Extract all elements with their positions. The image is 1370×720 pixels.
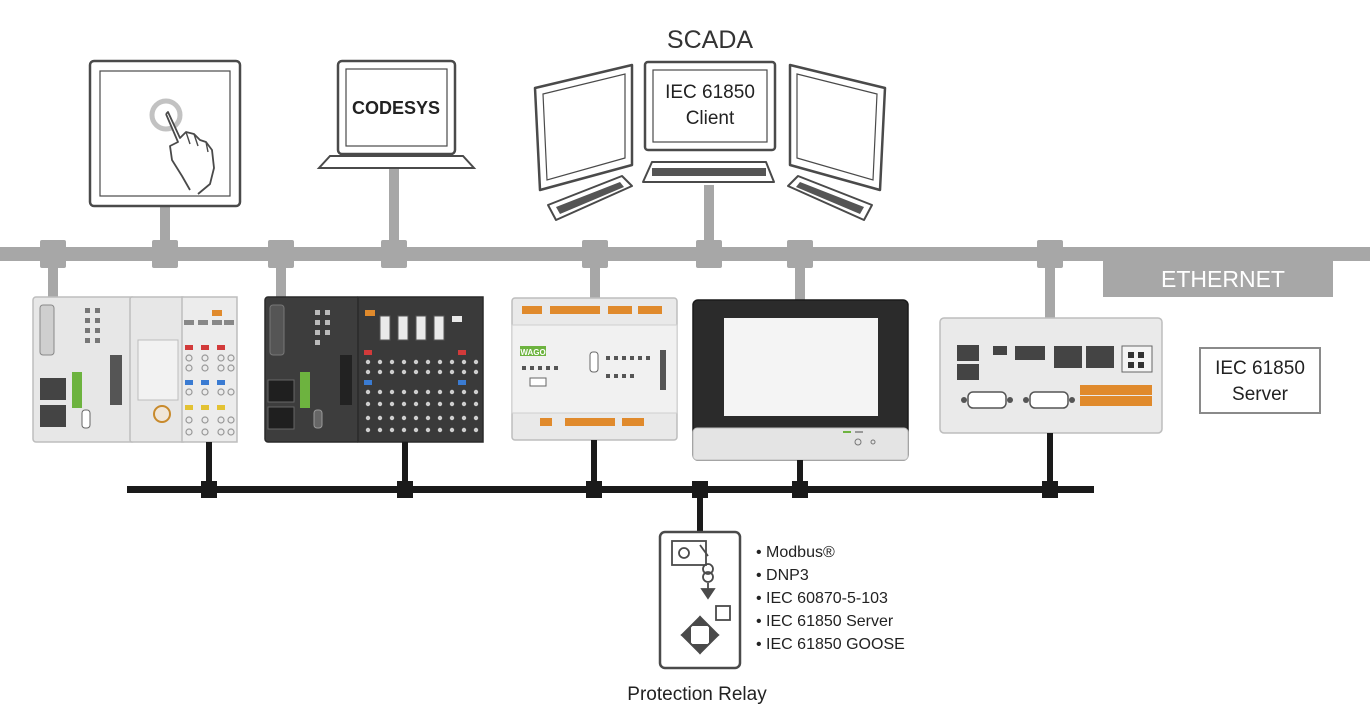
monitor-icon: [533, 63, 634, 192]
laptop-icon: [316, 59, 477, 169]
monitor-icon: [788, 63, 887, 192]
wago-logo: [520, 346, 546, 356]
hmi-panel: [692, 299, 909, 461]
keyboard-icon: [642, 161, 775, 183]
relay-switch-icon: [671, 540, 731, 621]
iec-server-line1: IEC 61850: [1215, 358, 1305, 379]
field-bus: [127, 433, 1094, 532]
controller-light: [32, 296, 238, 443]
ethernet-label-box: [1103, 261, 1333, 297]
protocol-item: • IEC 61850 Server: [756, 613, 894, 630]
iec-client-line1: IEC 61850: [665, 82, 755, 103]
protection-relay: Protection Relay: [627, 530, 767, 705]
protocol-item: • Modbus®: [756, 544, 835, 561]
iec-server-box: IEC 61850 Server: [1199, 347, 1321, 414]
wago-logo: [72, 372, 82, 408]
touch-hand-icon: [149, 98, 215, 195]
protocol-item: • IEC 60870-5-103: [756, 590, 888, 607]
ethernet-bus: ETHERNET: [0, 247, 1370, 297]
edge-controller: [939, 317, 1163, 434]
scada-title: SCADA: [667, 26, 753, 54]
iec-server-line2: Server: [1232, 384, 1289, 405]
nav-arrows-icon: [680, 615, 720, 655]
protocol-item: • IEC 61850 GOOSE: [756, 636, 905, 653]
codesys-label: CODESYS: [352, 98, 440, 118]
protocol-item: • DNP3: [756, 567, 809, 584]
iec-client-line2: Client: [686, 108, 735, 129]
keyboard-icon: [547, 175, 633, 221]
scada-workstation: IEC 61850 Client: [533, 60, 887, 221]
ethernet-nodes: [40, 240, 1063, 268]
protocol-list: • Modbus® • DNP3 • IEC 60870-5-103 • IEC…: [756, 544, 905, 653]
controller-dark: [264, 296, 484, 443]
ethernet-label: ETHERNET: [1161, 266, 1285, 292]
wago-logo-text: WAGO: [520, 348, 545, 357]
touch-panel: [88, 59, 242, 208]
protection-relay-label: Protection Relay: [627, 684, 767, 705]
laptop-codesys: CODESYS: [316, 59, 477, 169]
compact-controller: WAGO: [511, 297, 678, 441]
ethernet-drops-bottom: [48, 259, 1055, 319]
keyboard-icon: [787, 175, 873, 221]
monitor-icon: [643, 60, 777, 152]
ethernet-drops-top: [160, 168, 714, 249]
